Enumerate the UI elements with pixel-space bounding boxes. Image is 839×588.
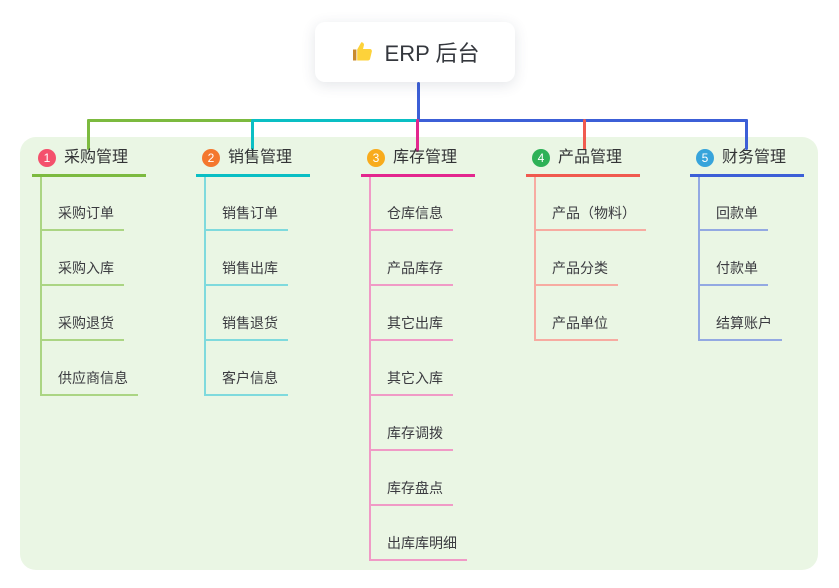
child-item[interactable]: 供应商信息	[40, 368, 138, 396]
child-item[interactable]: 销售订单	[204, 203, 288, 231]
child-item[interactable]: 回款单	[698, 203, 768, 231]
branch-3-header[interactable]: 3 库存管理	[361, 148, 476, 177]
branch-2-header[interactable]: 2 销售管理	[196, 148, 311, 177]
child-item[interactable]: 产品（物料）	[534, 203, 646, 231]
child-item[interactable]: 客户信息	[204, 368, 288, 396]
branch-3-badge: 3	[367, 149, 385, 167]
branch-2-badge: 2	[202, 149, 220, 167]
thumbs-up-icon	[351, 40, 375, 64]
child-item[interactable]: 结算账户	[698, 313, 782, 341]
connector-drop-4	[583, 119, 586, 150]
branch-5-child-line	[698, 177, 700, 341]
branch-5-badge: 5	[696, 149, 714, 167]
child-item[interactable]: 其它入库	[369, 368, 453, 396]
branch-2-label: 销售管理	[228, 149, 293, 166]
connector-drop-2	[251, 119, 254, 150]
branch-3-label: 库存管理	[393, 149, 458, 166]
connector-root-drop	[417, 82, 420, 122]
root-node[interactable]: ERP 后台	[315, 22, 515, 82]
branch-3-child-line	[369, 177, 371, 561]
child-item[interactable]: 采购订单	[40, 203, 124, 231]
child-item[interactable]: 销售出库	[204, 258, 288, 286]
branch-1-child-line	[40, 177, 42, 396]
branch-5-label: 财务管理	[722, 149, 787, 166]
connector-drop-3	[416, 119, 419, 152]
background-panel	[20, 137, 818, 570]
connector-main-teal	[252, 119, 418, 122]
branch-4-child-line	[534, 177, 536, 341]
branch-4-label: 产品管理	[558, 149, 623, 166]
child-item[interactable]: 其它出库	[369, 313, 453, 341]
child-item[interactable]: 采购入库	[40, 258, 124, 286]
child-item[interactable]: 产品库存	[369, 258, 453, 286]
connector-drop-1	[87, 119, 90, 150]
branch-2-child-line	[204, 177, 206, 396]
root-title: ERP 后台	[384, 41, 480, 66]
child-item[interactable]: 仓库信息	[369, 203, 453, 231]
connector-main-green	[87, 119, 254, 122]
branch-4-header[interactable]: 4 产品管理	[526, 148, 641, 177]
branch-1-label: 采购管理	[64, 149, 129, 166]
branch-5-header[interactable]: 5 财务管理	[690, 148, 805, 177]
child-item[interactable]: 产品单位	[534, 313, 618, 341]
branch-1-badge: 1	[38, 149, 56, 167]
child-item[interactable]: 采购退货	[40, 313, 124, 341]
connector-drop-5	[745, 119, 748, 150]
child-item[interactable]: 产品分类	[534, 258, 618, 286]
child-item[interactable]: 付款单	[698, 258, 768, 286]
child-item[interactable]: 库存盘点	[369, 478, 453, 506]
child-item[interactable]: 出库库明细	[369, 533, 467, 561]
child-item[interactable]: 销售退货	[204, 313, 288, 341]
branch-1-header[interactable]: 1 采购管理	[32, 148, 147, 177]
branch-4-badge: 4	[532, 149, 550, 167]
child-item[interactable]: 库存调拨	[369, 423, 453, 451]
